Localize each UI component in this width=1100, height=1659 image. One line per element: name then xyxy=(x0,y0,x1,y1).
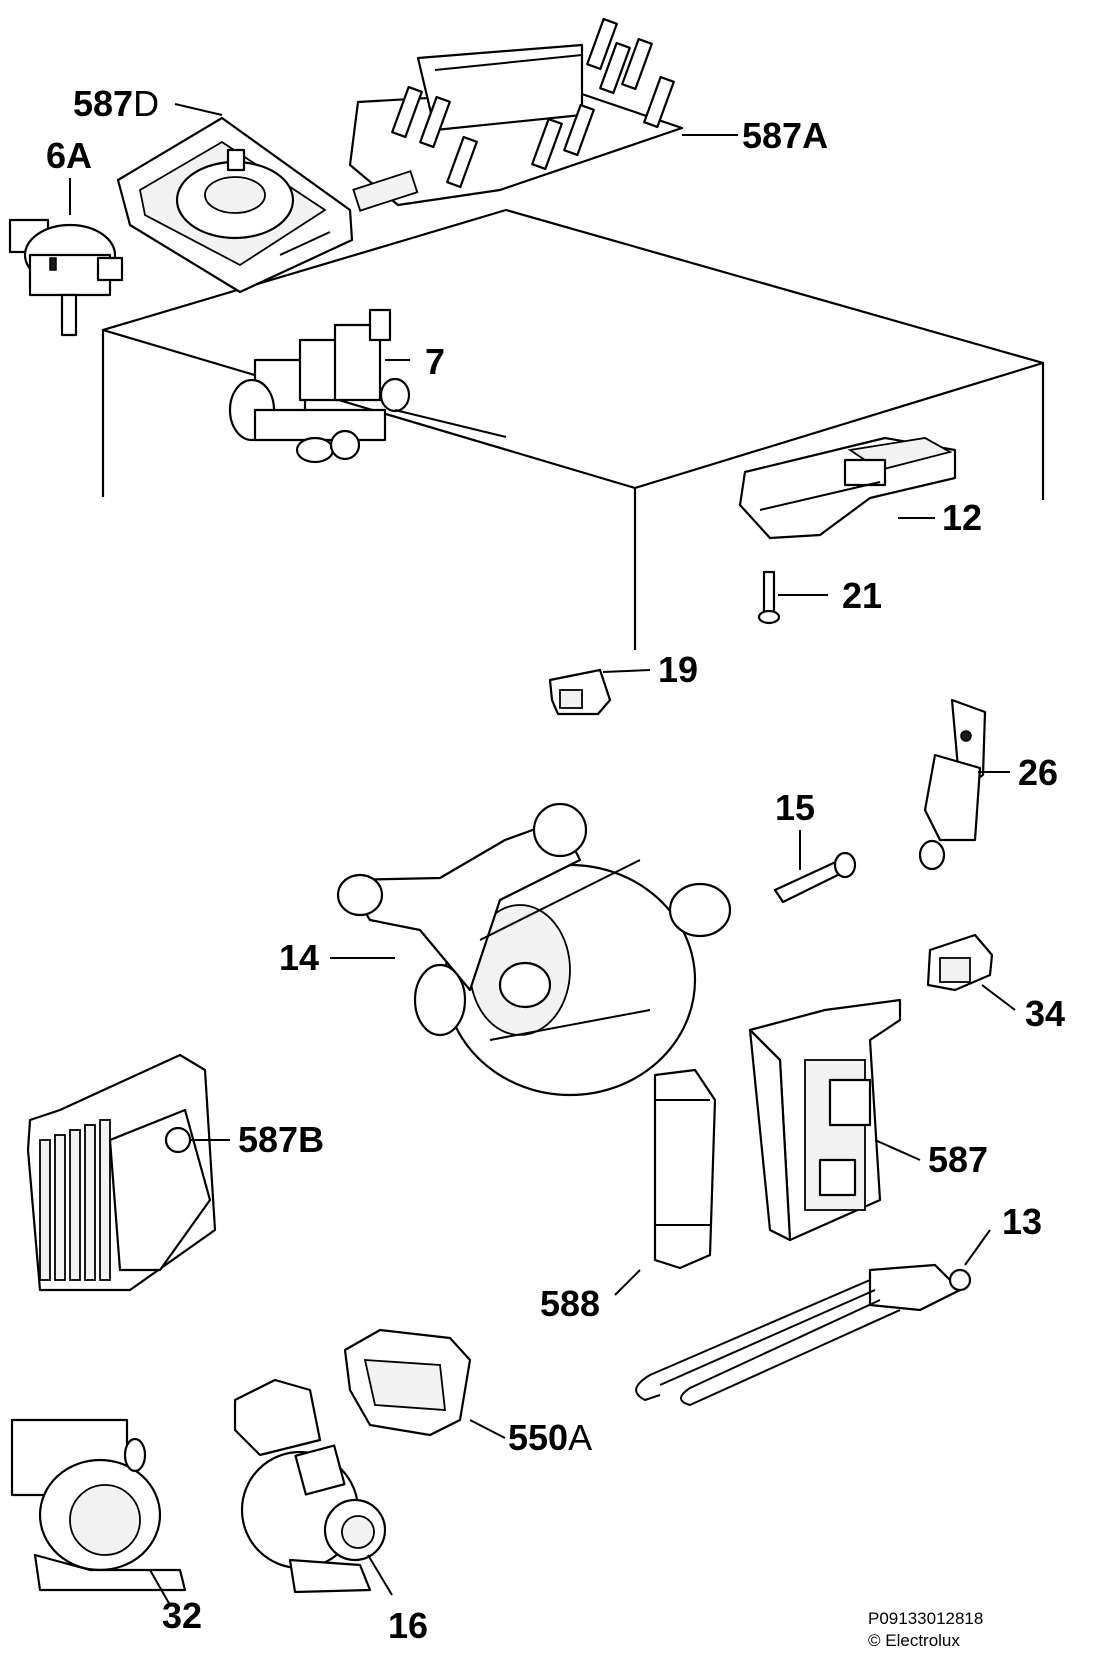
label-587: 587 xyxy=(928,1139,989,1180)
part-587B-drawing xyxy=(26,1053,230,1292)
label-587A: 587A xyxy=(742,115,829,156)
copyright-notice: © Electrolux xyxy=(868,1631,960,1650)
part-32-drawing xyxy=(10,1418,187,1606)
leader-lines xyxy=(69,103,223,215)
label-21: 21 xyxy=(842,575,883,616)
label-16: 16 xyxy=(388,1605,429,1646)
label-6A: 6A xyxy=(46,135,93,176)
part-15-drawing xyxy=(773,830,857,904)
label-587D: 587D xyxy=(73,83,160,124)
label-550A: 550A xyxy=(508,1417,593,1458)
part-34-drawing xyxy=(926,933,1016,1011)
part-587A-drawing xyxy=(348,17,738,212)
part-19-drawing xyxy=(548,668,651,716)
part-550A-drawing xyxy=(343,1328,506,1439)
label-34: 34 xyxy=(1025,993,1066,1034)
label-12: 12 xyxy=(942,497,983,538)
label-15: 15 xyxy=(775,787,816,828)
diagram-code: P09133012818 xyxy=(868,1609,984,1628)
part-14-drawing xyxy=(330,802,732,1097)
label-587B: 587B xyxy=(238,1119,325,1160)
label-588: 588 xyxy=(540,1283,601,1324)
label-14: 14 xyxy=(279,937,320,978)
part-13-drawing xyxy=(635,1229,991,1407)
label-13: 13 xyxy=(1002,1201,1043,1242)
part-26-drawing xyxy=(918,698,1010,871)
label-7: 7 xyxy=(425,341,446,382)
part-16-drawing xyxy=(233,1378,393,1596)
part-6A-drawing xyxy=(8,218,124,337)
part-21-drawing xyxy=(757,570,828,625)
part-7-drawing xyxy=(228,308,507,464)
part-12-drawing xyxy=(738,436,957,540)
label-26: 26 xyxy=(1018,752,1059,793)
label-32: 32 xyxy=(162,1595,203,1636)
label-19: 19 xyxy=(658,649,699,690)
part-588-drawing xyxy=(614,1068,717,1296)
part-587D-drawing xyxy=(116,116,354,294)
part-587-drawing xyxy=(748,998,921,1242)
